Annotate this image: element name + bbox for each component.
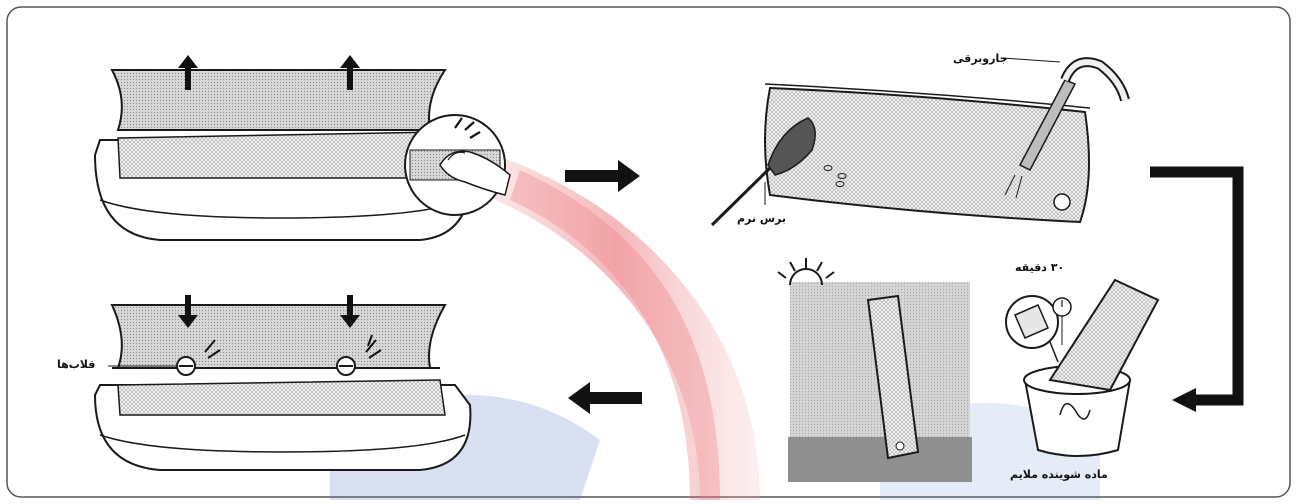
hooks-label: قلاب‌ها xyxy=(57,358,95,371)
detergent-label: ماده شوینده ملایم xyxy=(1010,468,1108,481)
vacuum-label: جاروبرقی xyxy=(953,52,1008,65)
step4-dry-filter xyxy=(778,258,972,482)
soft-brush-label: برس نرم xyxy=(737,212,786,225)
soak-time-label: ۳۰ دقیقه xyxy=(1015,261,1064,274)
